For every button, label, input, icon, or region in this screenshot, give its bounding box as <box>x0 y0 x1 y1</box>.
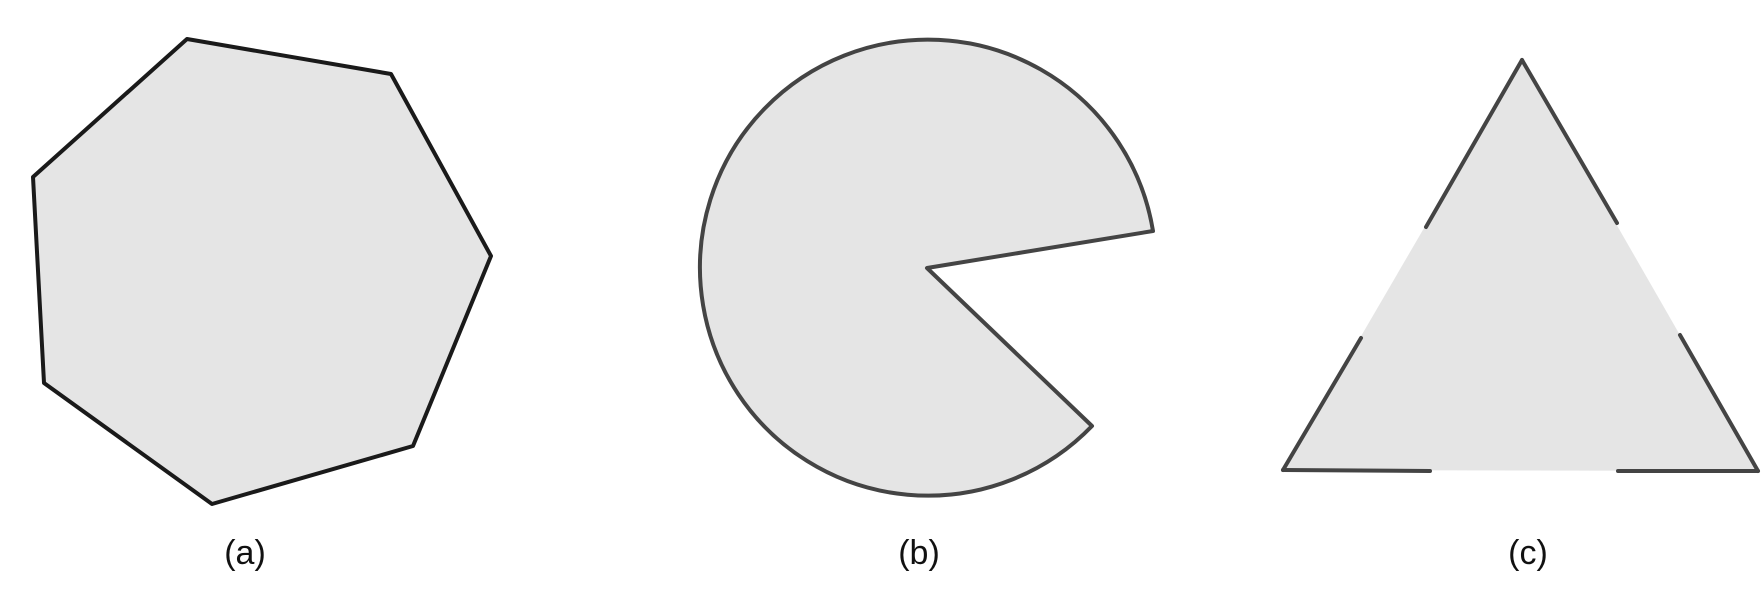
left-edge-lower-segment <box>1281 336 1363 472</box>
panel-a: (a) <box>31 37 493 572</box>
left-edge-upper-segment <box>1424 58 1524 229</box>
panel-a-label: (a) <box>224 534 266 572</box>
panel-c-label: (c) <box>1508 534 1548 572</box>
heptagon-shape <box>31 37 493 506</box>
sector-shape <box>698 37 1155 498</box>
triangle-fill <box>1283 60 1758 471</box>
panel-c: (c) <box>1281 58 1760 572</box>
bottom-edge-left-segment <box>1281 468 1432 473</box>
panel-b: (b) <box>698 37 1155 572</box>
panel-b-label: (b) <box>898 534 940 572</box>
right-edge-upper-segment <box>1520 58 1619 225</box>
triangle-edge-segments <box>1281 58 1760 473</box>
right-edge-lower-segment <box>1678 333 1760 473</box>
